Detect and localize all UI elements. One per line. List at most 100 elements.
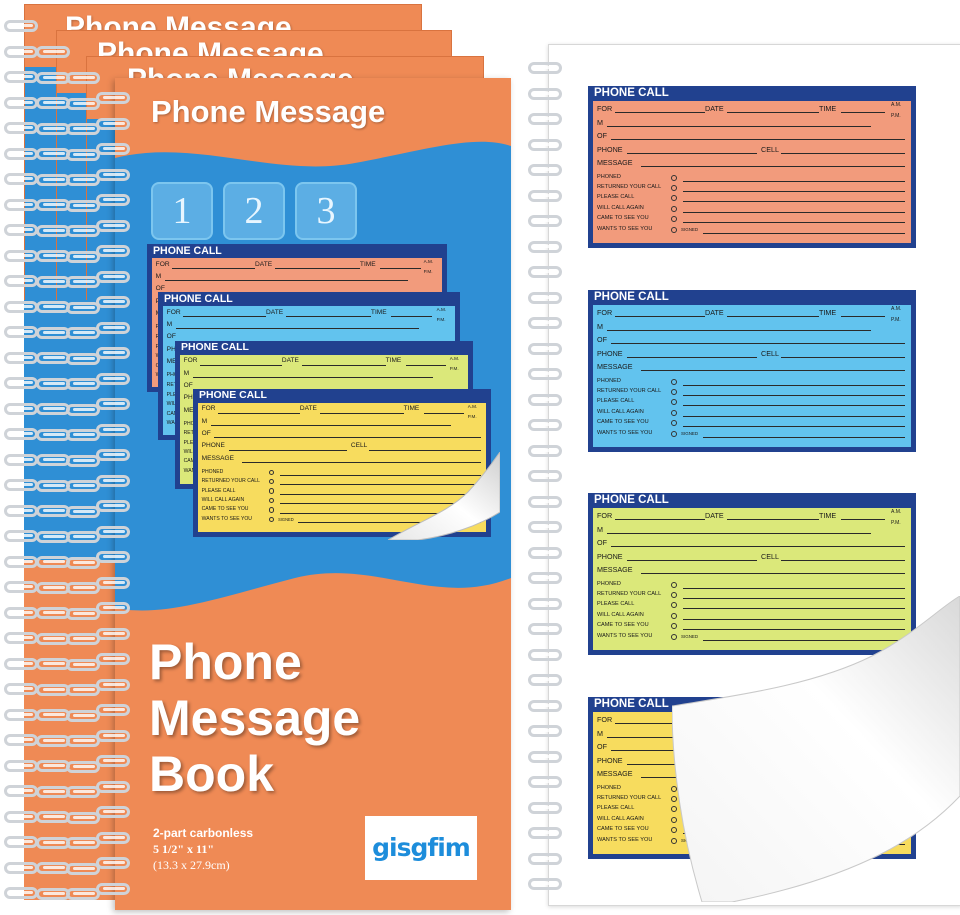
write-line: [301, 364, 386, 366]
check-label: WILL CALL AGAIN: [597, 611, 644, 618]
check-circle: [268, 516, 275, 523]
spiral-coil: [528, 113, 562, 125]
pm-label: P.M.: [467, 413, 477, 419]
spiral-coil: [528, 648, 562, 661]
spiral-coil: [36, 530, 70, 543]
spiral-coil: [66, 403, 100, 416]
write-line: [683, 426, 905, 428]
spiral-coil: [36, 250, 70, 262]
check-circle: [671, 816, 677, 823]
phone-label: PHONE: [597, 755, 623, 765]
signed-label: SIGNED: [681, 430, 699, 436]
spiral-coil: [4, 453, 38, 466]
check-label: PHONED: [201, 468, 224, 475]
date-label: DATE: [705, 104, 724, 113]
spiral-coil: [36, 632, 70, 645]
date-label: DATE: [281, 357, 299, 365]
spiral-coil: [66, 811, 100, 824]
cover-big-title: Phone Message Book: [149, 634, 361, 802]
spiral-coil: [528, 674, 562, 686]
slip-header: PHONE CALL: [594, 291, 669, 303]
check-circle: [268, 507, 275, 513]
am-label: A.M.: [891, 306, 902, 312]
pm-label: P.M.: [891, 317, 901, 323]
check-circle: [671, 378, 677, 385]
write-line: [727, 316, 819, 317]
check-circle: [671, 420, 677, 427]
spiral-coil: [36, 454, 70, 466]
spiral-coil: [4, 147, 38, 160]
check-label: CAME TO SEE YOU: [597, 826, 649, 833]
write-line: [391, 315, 432, 317]
write-line: [683, 415, 905, 417]
time-label: TIME: [385, 357, 402, 365]
write-line: [703, 232, 905, 234]
spiral-coil: [528, 750, 562, 763]
brand-logo: gisgfim: [365, 816, 477, 880]
check-circle: [671, 205, 677, 212]
spiral-coil: [36, 224, 70, 237]
size-imperial: 5 1/2" x 11": [153, 842, 214, 856]
write-line: [241, 461, 481, 463]
write-line: [607, 125, 871, 127]
for-label: FOR: [597, 511, 613, 520]
check-circle: [671, 226, 677, 233]
write-line: [703, 436, 905, 438]
write-line: [369, 449, 481, 451]
cell-label: CELL: [761, 551, 779, 561]
write-line: [683, 597, 905, 599]
spiral-coil: [36, 607, 70, 619]
for-label: FOR: [183, 357, 198, 365]
write-line: [183, 315, 267, 317]
spiral-coil: [96, 245, 130, 257]
write-line: [781, 356, 905, 358]
of-label: OF: [183, 381, 193, 389]
spiral-coil: [66, 556, 100, 569]
spiral-coil: [4, 887, 38, 899]
write-line: [781, 152, 905, 154]
spiral-coil: [528, 291, 562, 304]
slip-header: PHONE CALL: [594, 698, 669, 710]
spiral-coil: [528, 495, 562, 508]
write-line: [627, 559, 757, 561]
spiral-coil: [96, 857, 130, 869]
spiral-coil: [96, 882, 130, 895]
spiral-coil: [36, 173, 70, 186]
spiral-coil: [66, 531, 100, 543]
spiral-coil: [96, 576, 130, 589]
spiral-coil: [96, 372, 130, 385]
spiral-binding-icon: [528, 62, 564, 902]
check-label: RETURNED YOUR CALL: [597, 590, 662, 597]
write-line: [683, 394, 905, 396]
for-label: FOR: [597, 715, 613, 724]
check-circle: [671, 827, 677, 834]
write-line: [298, 522, 481, 524]
spiral-coil: [96, 806, 130, 818]
spiral-coil: [96, 831, 130, 844]
write-line: [841, 316, 885, 317]
spiral-coil: [66, 888, 100, 900]
spiral-coil: [4, 45, 38, 58]
spiral-coil: [96, 92, 130, 104]
spiral-coil: [4, 836, 38, 848]
m-label: M: [166, 320, 173, 328]
check-label: PLEASE CALL: [201, 487, 236, 494]
of-label: OF: [597, 131, 607, 140]
write-line: [683, 190, 905, 192]
write-line: [683, 201, 905, 203]
spiral-coil: [36, 683, 70, 696]
write-line: [641, 573, 905, 574]
write-line: [641, 370, 905, 371]
spiral-coil: [96, 500, 130, 512]
write-line: [683, 629, 905, 631]
cover-top-title: Phone Message: [151, 94, 386, 129]
check-circle: [671, 612, 677, 619]
am-label: A.M.: [467, 403, 478, 409]
write-line: [279, 512, 481, 514]
write-line: [727, 112, 819, 113]
spiral-coil: [66, 684, 100, 696]
check-circle: [671, 602, 677, 609]
